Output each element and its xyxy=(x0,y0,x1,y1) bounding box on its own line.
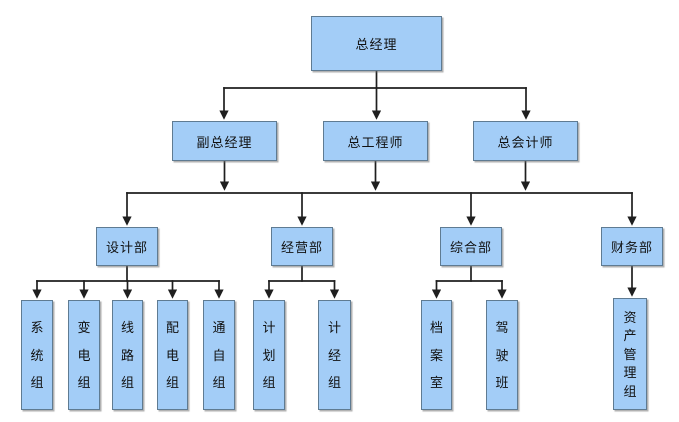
node-deputy-general-manager: 副总经理 xyxy=(172,121,277,161)
node-distribution-group: 配电组 xyxy=(157,300,188,410)
node-chief-engineer: 总工程师 xyxy=(323,121,428,161)
node-system-group: 系统组 xyxy=(21,300,53,410)
node-driving-team: 驾驶班 xyxy=(486,300,518,410)
node-comm-auto-group: 通自组 xyxy=(203,300,235,410)
node-chief-accountant: 总会计师 xyxy=(473,121,578,161)
node-general-manager: 总经理 xyxy=(311,16,442,71)
node-asset-mgmt-group: 资产管理组 xyxy=(613,298,647,410)
node-general-affairs-dept: 综合部 xyxy=(440,227,502,266)
node-substation-group: 变电组 xyxy=(68,300,100,410)
node-planning-group: 计划组 xyxy=(253,300,285,410)
node-design-dept: 设计部 xyxy=(96,227,158,266)
node-plan-econ-group: 计经组 xyxy=(318,300,351,410)
node-finance-dept: 财务部 xyxy=(601,227,663,266)
node-archives-room: 档案室 xyxy=(421,300,452,410)
node-line-group: 线路组 xyxy=(112,300,143,410)
node-operations-dept: 经营部 xyxy=(271,227,333,266)
